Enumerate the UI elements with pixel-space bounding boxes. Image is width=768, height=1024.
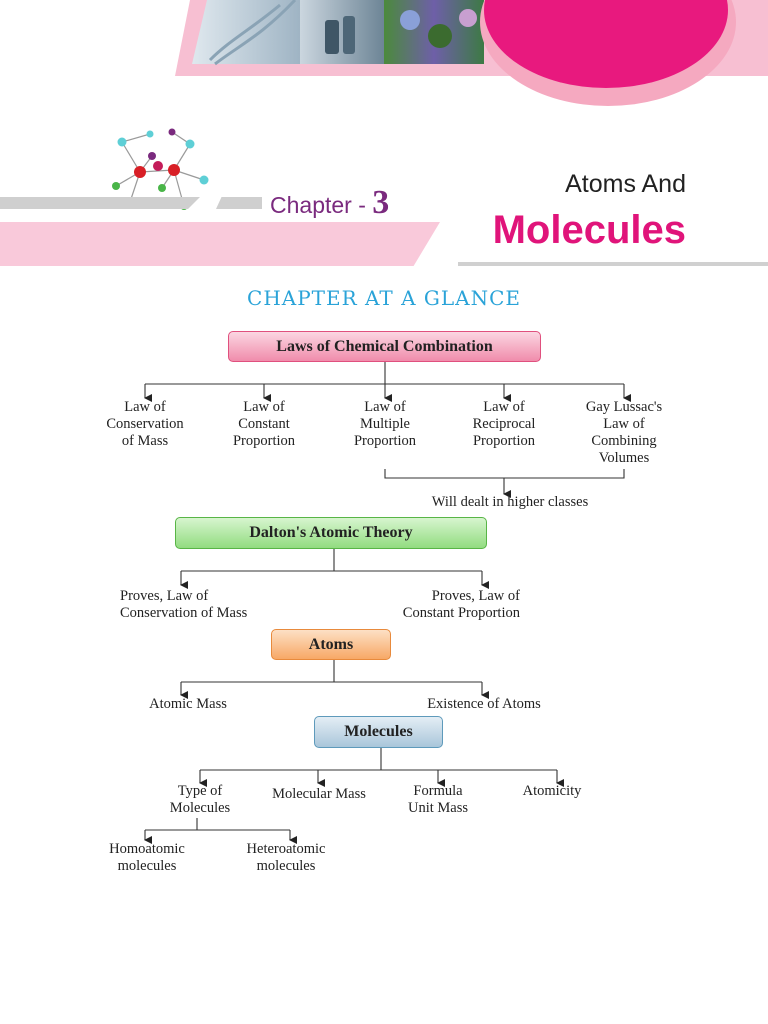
atomic-mass: Atomic Mass bbox=[149, 696, 227, 712]
molecular-mass: Molecular Mass bbox=[272, 786, 366, 802]
atoms-box: Atoms bbox=[271, 629, 391, 660]
dalton-proves-constant: Proves, Law of Constant Proportion bbox=[402, 588, 520, 621]
header-gray-bar bbox=[0, 197, 200, 209]
title-underline bbox=[458, 262, 768, 266]
heteroatomic-molecules: Heteroatomic molecules bbox=[246, 841, 326, 874]
laws-box: Laws of Chemical Combination bbox=[228, 331, 541, 362]
higher-classes-note: Will dealt in higher classes bbox=[431, 494, 589, 510]
chapter-label: Chapter - 3 bbox=[270, 184, 389, 222]
chapter-title-line1: Atoms And bbox=[565, 170, 686, 198]
header-pink-band bbox=[0, 222, 440, 266]
law-conservation-of-mass: Law of Conservation of Mass bbox=[106, 399, 184, 449]
formula-unit-mass: Formula Unit Mass bbox=[407, 783, 469, 816]
glance-heading: CHAPTER AT A GLANCE bbox=[247, 286, 521, 310]
molecules-box: Molecules bbox=[314, 716, 443, 748]
law-constant-proportion: Law of Constant Proportion bbox=[232, 399, 296, 449]
chapter-title-line2: Molecules bbox=[492, 208, 686, 252]
header-banner bbox=[175, 0, 768, 106]
header-photo-strip bbox=[192, 0, 484, 66]
existence-of-atoms: Existence of Atoms bbox=[427, 696, 541, 712]
header-gray-bar-short bbox=[216, 197, 262, 209]
dalton-box: Dalton's Atomic Theory bbox=[175, 517, 487, 549]
law-gay-lussac: Gay Lussac's Law of Combining Volumes bbox=[585, 399, 663, 466]
law-reciprocal-proportion: Law of Reciprocal Proportion bbox=[472, 399, 536, 449]
chapter-number: 3 bbox=[372, 184, 390, 221]
homoatomic-molecules: Homoatomic molecules bbox=[109, 841, 185, 874]
atomicity: Atomicity bbox=[522, 783, 582, 799]
chapter-prefix: Chapter - bbox=[270, 192, 366, 218]
law-multiple-proportion: Law of Multiple Proportion bbox=[353, 399, 417, 449]
type-of-molecules: Type of Molecules bbox=[169, 783, 231, 816]
dalton-proves-conservation: Proves, Law of Conservation of Mass bbox=[120, 588, 248, 621]
